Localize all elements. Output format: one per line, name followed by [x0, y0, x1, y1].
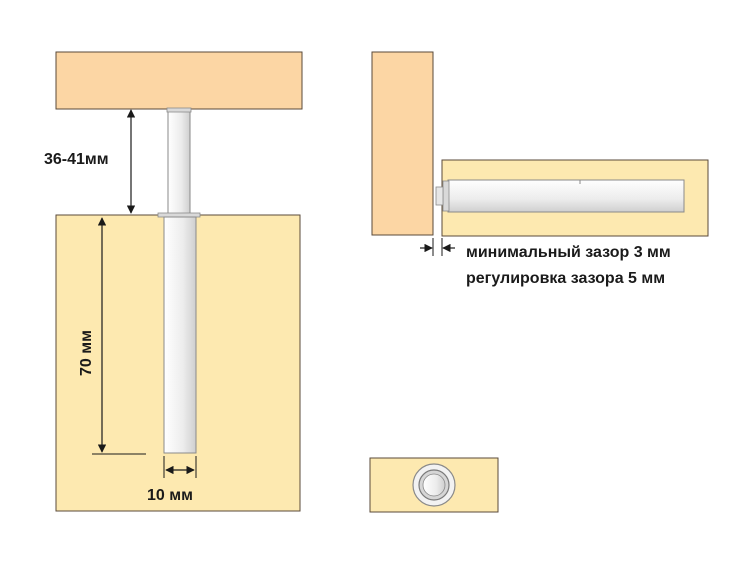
side-opener-body	[447, 179, 685, 213]
side-front-panel	[371, 51, 434, 236]
opener-plunger	[167, 109, 191, 215]
opener-center	[422, 473, 446, 497]
front-panel	[55, 51, 303, 110]
opener-flange	[157, 212, 201, 218]
left-view: 36-41мм 70 мм 10 мм	[44, 51, 303, 512]
side-opener-flange	[442, 180, 450, 212]
drill-depth-label: 70 мм	[78, 330, 95, 376]
min-gap-label: минимальный зазор 3 мм	[466, 244, 671, 261]
right-view: минимальный зазор 3 мм регулировка зазор…	[371, 51, 709, 287]
gap-adjust-label: регулировка зазора 5 мм	[466, 270, 665, 287]
drill-diameter-label: 10 мм	[147, 487, 193, 504]
side-opener-tip	[435, 186, 444, 206]
opener-sleeve	[163, 216, 197, 454]
stroke-length-label: 36-41мм	[44, 151, 109, 168]
bottom-view	[369, 457, 499, 513]
opener-plunger-cap	[166, 107, 192, 113]
